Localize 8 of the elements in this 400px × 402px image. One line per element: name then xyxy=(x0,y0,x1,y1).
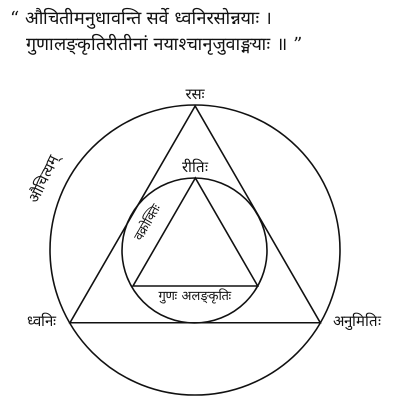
inner-circle xyxy=(122,178,268,322)
verse-quote: “ औचितीमनुधावन्ति सर्वे ध्वनिरसोन्नयाः । गुणालङ्कृतिरीतीनां नयाश्चानृजुवाङ्मयाः ॥ ” xyxy=(10,6,304,57)
inner-triangle xyxy=(132,178,258,286)
vertex-label: अनुमितिः xyxy=(333,312,382,330)
outer-triangle xyxy=(70,106,320,322)
vertex-label: ध्वनिः xyxy=(26,312,56,330)
vertex-label: रीतिः xyxy=(182,158,208,176)
vertex-label: रसः xyxy=(186,85,204,103)
